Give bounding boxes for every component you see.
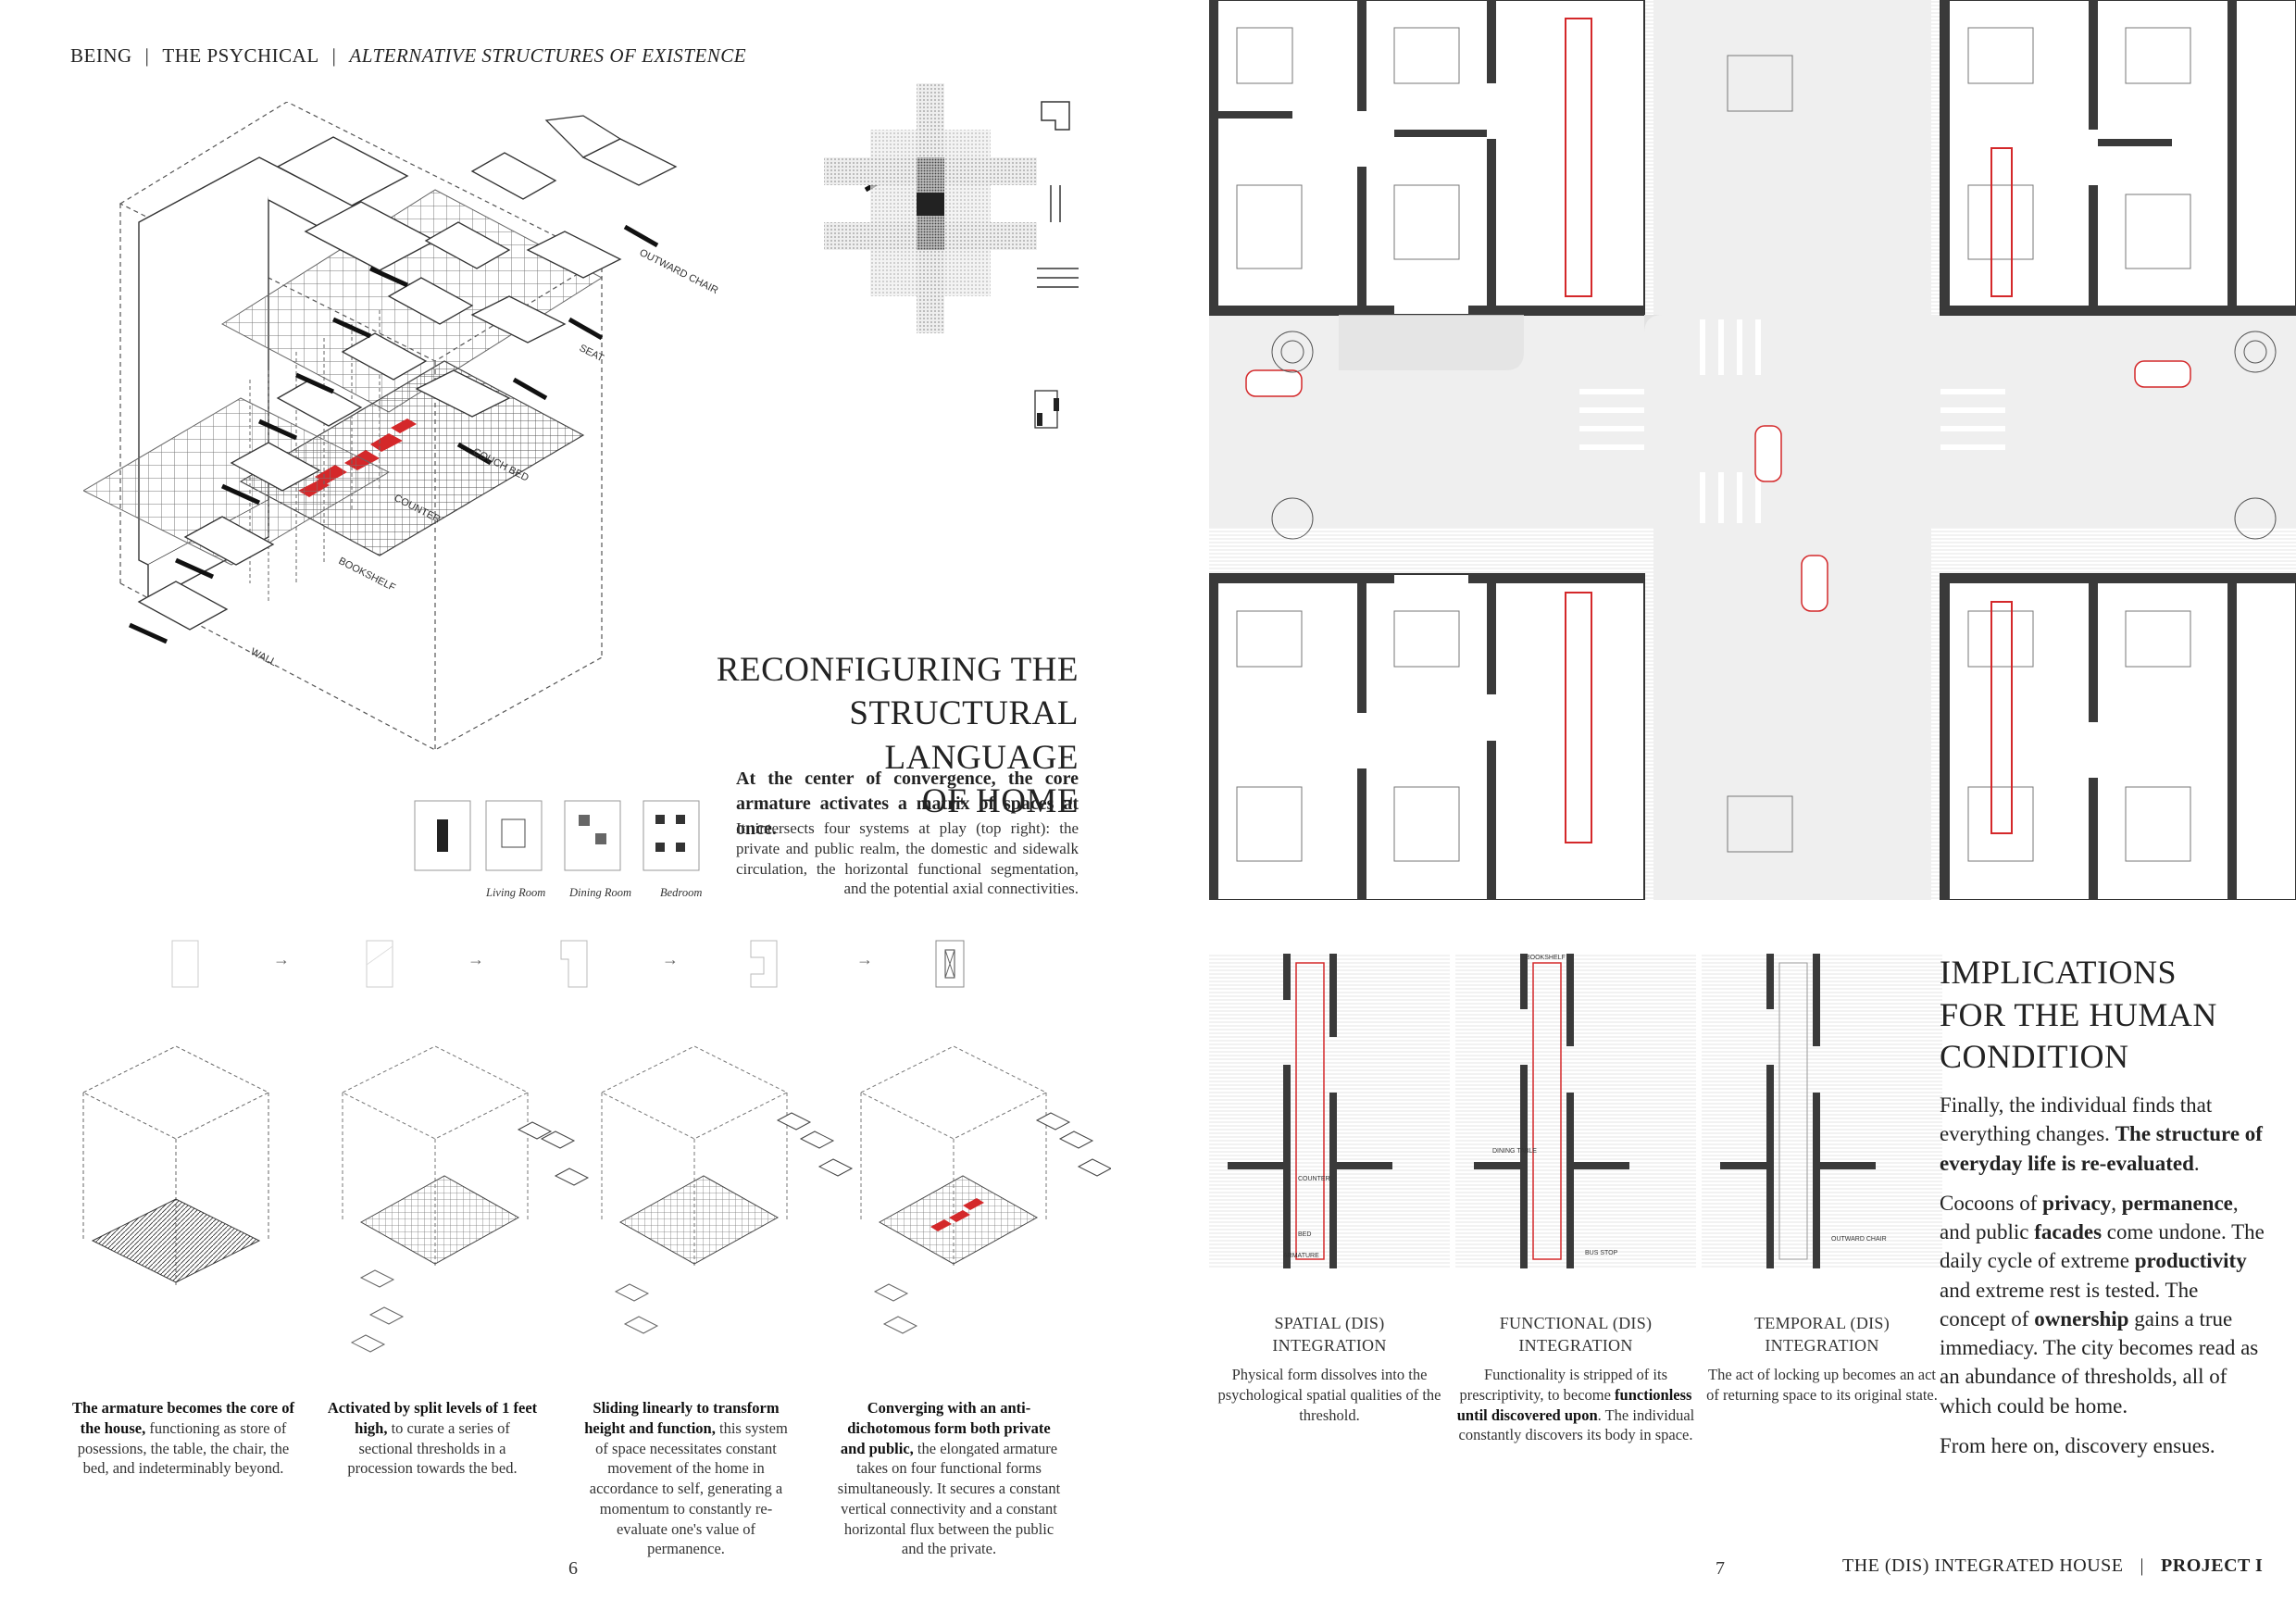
caption-3: Sliding linearly to transform height and… [584, 1399, 788, 1558]
header-part-subtitle: ALTERNATIVE STRUCTURES OF EXISTENCE [349, 44, 747, 67]
footer-project-name: THE (DIS) INTEGRATED HOUSE [1842, 1555, 2124, 1576]
paragraph-1: Finally, the individual finds that every… [1940, 1093, 2263, 1175]
paragraph-2-run: permanence [2121, 1191, 2233, 1215]
header-part-being: BEING [70, 44, 132, 67]
evolution-axonometrics [81, 1045, 1111, 1353]
exploded-axonometric: OUTWARD CHAIR SEAT COUCH BED COUNTER BOO… [83, 102, 880, 751]
axo-label-wall: WALL [249, 646, 279, 668]
paragraph-2-run: ownership [2034, 1306, 2129, 1330]
integration-title-temporal: TEMPORAL (DIS)INTEGRATION [1753, 1314, 1890, 1355]
integration-plans: COUNTER BED ARMATURE BOOKSHELF DINING TA… [1209, 954, 1942, 1268]
paragraph-2-run: and extreme rest is tested. The concept … [1940, 1278, 2199, 1330]
paragraph-2-run: gains a true immediacy. The city becomes… [1940, 1306, 2259, 1418]
axo-label-outward-chair: OUTWARD CHAIR [638, 247, 720, 296]
sequence-plans: → → → → [167, 937, 1000, 993]
page-number-right: 7 [1716, 1558, 1725, 1579]
sequence-arrow: → [662, 950, 679, 968]
sequence-plan-3 [560, 940, 588, 988]
sequence-plan-2 [366, 940, 393, 988]
plan-label-dining-table: DINING TABLE [1492, 1148, 1537, 1155]
caption-1: The armature becomes the core of the hou… [72, 1399, 294, 1478]
running-footer: THE (DIS) INTEGRATED HOUSE|PROJECT I [1842, 1555, 2264, 1576]
sequence-arrow: → [273, 950, 290, 968]
plan-label-bed: BED [1298, 1231, 1311, 1238]
caption-2: Activated by split levels of 1 feet high… [327, 1399, 538, 1478]
right-page-title: IMPLICATIONS FOR THE HUMAN CONDITION [1940, 954, 2217, 1076]
urban-floor-plan [1209, 0, 2296, 900]
sequence-arrow: → [856, 950, 873, 968]
footer-project-number: PROJECT I [2161, 1555, 2264, 1576]
left-page-title: RECONFIGURING THE STRUCTURAL LANGUAGE OF… [716, 651, 1079, 821]
paragraph-2-run: productivity [2134, 1249, 2247, 1273]
plan-label-outward-chair: OUTWARD CHAIR [1831, 1236, 1887, 1243]
paragraph-2: Cocoons of privacy, permanence, and publ… [1940, 1189, 2268, 1420]
plan-label-armature: ARMATURE [1283, 1253, 1319, 1259]
paragraph-2-run: , and public [1940, 1191, 2239, 1244]
sequence-plan-4 [750, 940, 778, 988]
integration-title-functional: FUNCTIONAL (DIS)INTEGRATION [1499, 1314, 1653, 1355]
systems-intersection-diagram [824, 83, 1079, 333]
left-body-text: It intersects four systems at play (top … [736, 819, 1079, 898]
paragraph-2-run: privacy [2042, 1191, 2112, 1215]
plan-label-bookshelf: BOOKSHELF [1526, 955, 1566, 961]
axo-label-bookshelf: BOOKSHELF [337, 556, 398, 593]
header-part-psychical: THE PSYCHICAL [162, 44, 319, 67]
integration-title-spatial: SPATIAL (DIS)INTEGRATION [1272, 1314, 1387, 1355]
paragraph-2-run: come undone. The daily cycle of extreme [1940, 1220, 2265, 1273]
page-number-left: 6 [568, 1558, 578, 1579]
paragraph-2-run: Cocoons of [1940, 1191, 2043, 1215]
sequence-arrow: → [468, 950, 484, 968]
paragraph-3: From here on, discovery ensues. [1940, 1433, 2215, 1457]
plan-label-bus-stop: BUS STOP [1585, 1250, 1618, 1256]
left-lead-text: At the center of convergence, the core a… [736, 768, 1079, 839]
paragraph-2-run: , [2111, 1191, 2122, 1215]
caption-4: Converging with an anti-dichotomous form… [837, 1399, 1061, 1558]
integration-text-spatial: Physical form dissolves into the psychol… [1217, 1366, 1441, 1424]
room-label-dining: Dining Room [569, 886, 632, 899]
sequence-plan-1 [171, 940, 199, 988]
armature-icon [1034, 390, 1059, 429]
room-plan-thumbnails [414, 800, 700, 871]
right-body-text: Finally, the individual finds that every… [1940, 1091, 2268, 1471]
room-label-living: Living Room [486, 886, 546, 899]
paragraph-2-run: facades [2034, 1220, 2103, 1244]
integration-text-functional: Functionality is stripped of its prescri… [1456, 1366, 1695, 1444]
running-header: BEING|THE PSYCHICAL|ALTERNATIVE STRUCTUR… [70, 44, 747, 67]
room-label-bedroom: Bedroom [660, 886, 703, 899]
plan-label-counter: COUNTER [1298, 1176, 1330, 1182]
sequence-plan-5 [935, 940, 965, 988]
integration-text-temporal: The act of locking up becomes an act of … [1706, 1366, 1938, 1404]
